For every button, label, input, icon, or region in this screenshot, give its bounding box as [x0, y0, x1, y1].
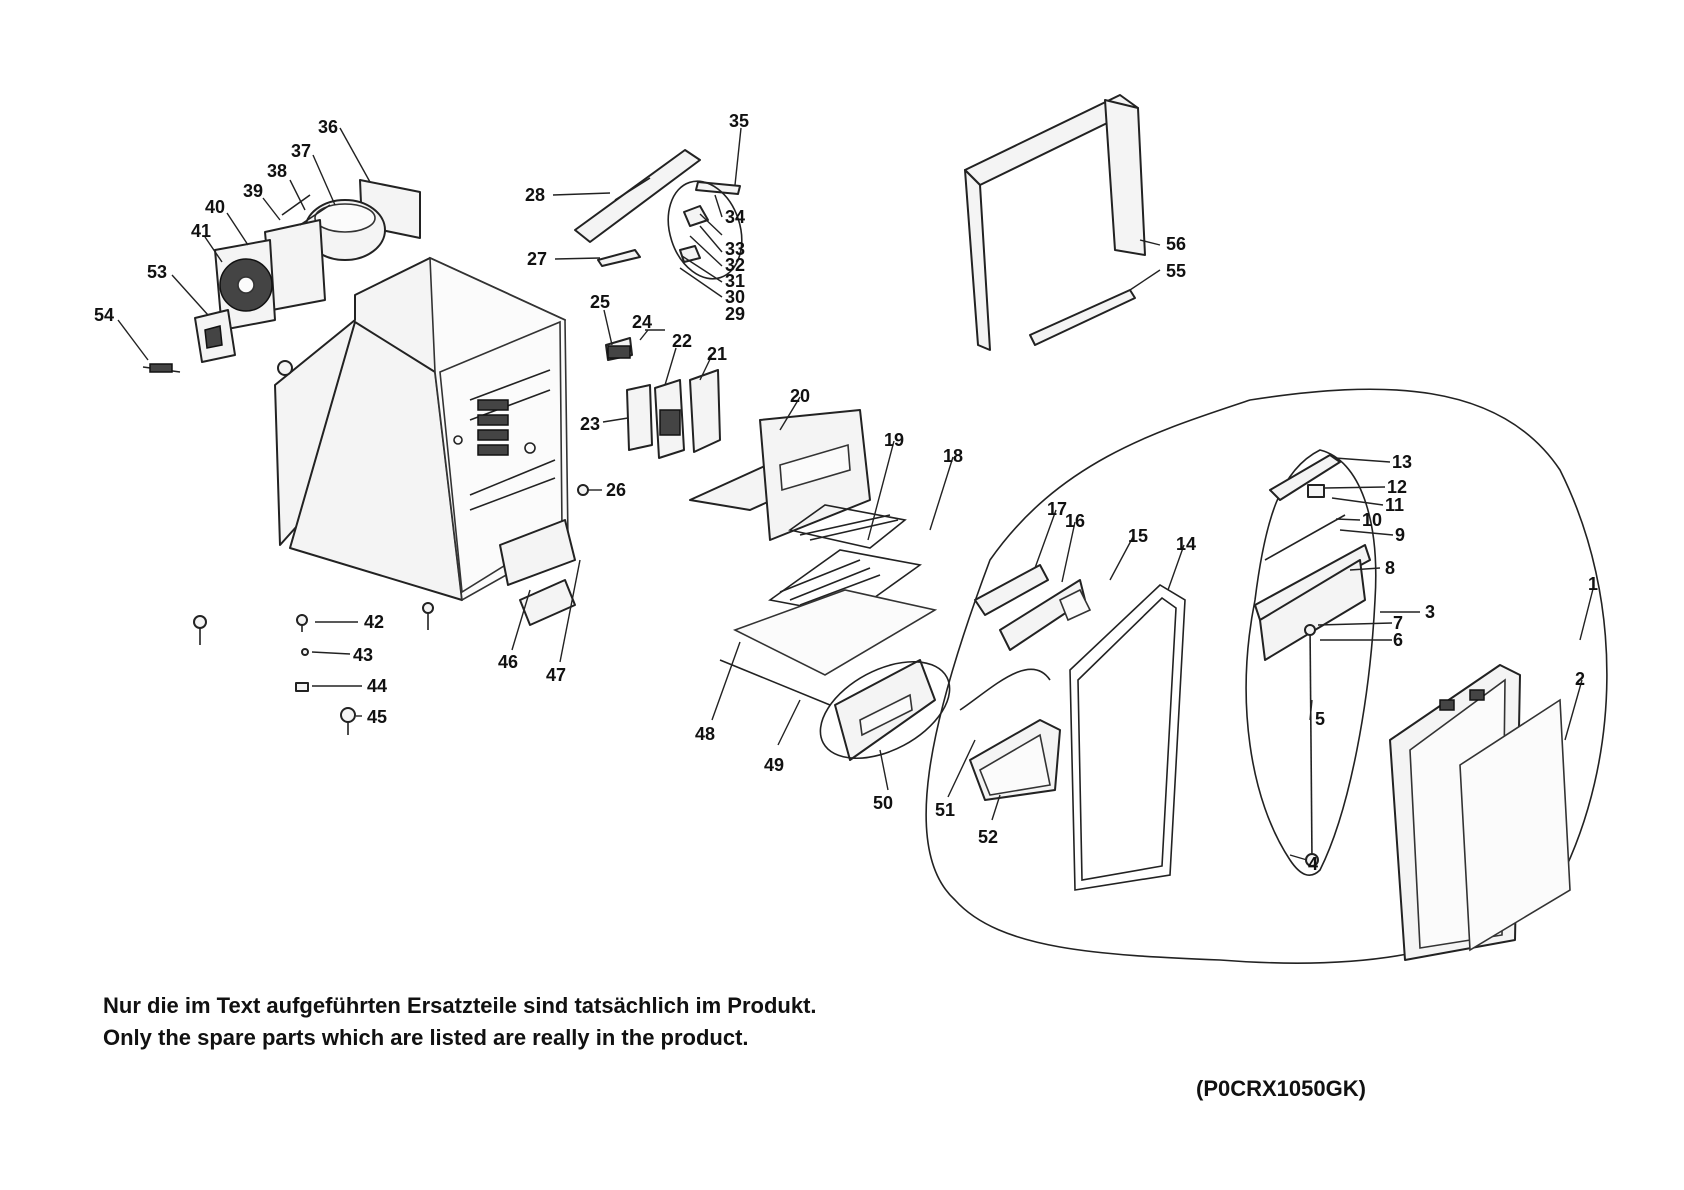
- part-label-46: 46: [498, 652, 518, 672]
- part-label-10: 10: [1362, 510, 1382, 530]
- part-label-18: 18: [943, 446, 963, 466]
- door-panel: [1389, 664, 1571, 961]
- part-label-8: 8: [1385, 558, 1395, 578]
- part-label-30: 30: [725, 287, 745, 307]
- part-label-34: 34: [725, 207, 745, 227]
- part-label-5: 5: [1315, 709, 1325, 729]
- part-label-49: 49: [764, 755, 784, 775]
- part-label-11: 11: [1385, 495, 1404, 515]
- part-label-39: 39: [243, 181, 263, 201]
- door-frame: [964, 94, 1146, 351]
- part-label-33: 33: [725, 239, 745, 259]
- cabinet-body: [274, 256, 576, 602]
- part-label-44: 44: [367, 676, 387, 696]
- part-label-20: 20: [790, 386, 810, 406]
- part-label-19: 19: [884, 430, 904, 450]
- part-label-51: 51: [935, 800, 955, 820]
- part-label-56: 56: [1166, 234, 1186, 254]
- shelves: [719, 504, 951, 761]
- part-label-52: 52: [978, 827, 998, 847]
- part-label-36: 36: [318, 117, 338, 137]
- fasteners: [193, 360, 589, 735]
- handle-parts: [1254, 454, 1371, 867]
- part-label-22: 22: [672, 331, 692, 351]
- control-parts: [605, 329, 721, 459]
- part-label-25: 25: [590, 292, 610, 312]
- part-label-4: 4: [1308, 854, 1318, 874]
- part-label-38: 38: [267, 161, 287, 181]
- top-cover-and-hinge: [574, 149, 743, 280]
- part-label-26: 26: [606, 480, 626, 500]
- note-english: Only the spare parts which are listed ar…: [103, 1025, 749, 1050]
- part-label-15: 15: [1128, 526, 1148, 546]
- leader-lines: [117, 127, 1595, 861]
- part-label-43: 43: [353, 645, 373, 665]
- compressor-assembly: [142, 179, 421, 373]
- part-label-55: 55: [1166, 261, 1186, 281]
- part-label-7: 7: [1393, 613, 1403, 633]
- part-label-24: 24: [632, 312, 652, 332]
- part-label-21: 21: [707, 344, 727, 364]
- part-label-40: 40: [205, 197, 225, 217]
- part-label-13: 13: [1392, 452, 1412, 472]
- part-labels: 1 2 3 4 5 6 7 8 9 10 11 12 13 14 15 16 1…: [94, 111, 1598, 874]
- door-bins-and-gasket: [959, 564, 1186, 891]
- part-label-29: 29: [725, 304, 745, 324]
- handle-group-outline: [1245, 449, 1377, 876]
- part-label-27: 27: [527, 249, 547, 269]
- part-label-47: 47: [546, 665, 566, 685]
- part-label-23: 23: [580, 414, 600, 434]
- part-label-48: 48: [695, 724, 715, 744]
- part-label-50: 50: [873, 793, 893, 813]
- part-label-35: 35: [729, 111, 749, 131]
- part-label-31: 31: [725, 271, 745, 291]
- part-label-9: 9: [1395, 525, 1405, 545]
- part-label-1: 1: [1588, 574, 1598, 594]
- part-label-53: 53: [147, 262, 167, 282]
- part-label-2: 2: [1575, 669, 1585, 689]
- part-label-28: 28: [525, 185, 545, 205]
- note-german: Nur die im Text aufgeführten Ersatzteile…: [103, 993, 817, 1018]
- model-code: (P0CRX1050GK): [1196, 1076, 1366, 1101]
- part-label-32: 32: [725, 255, 745, 275]
- part-label-14: 14: [1176, 534, 1196, 554]
- part-label-54: 54: [94, 305, 114, 325]
- part-label-16: 16: [1065, 511, 1085, 531]
- part-label-42: 42: [364, 612, 384, 632]
- door-assembly-outline: [925, 388, 1608, 964]
- part-label-12: 12: [1387, 477, 1407, 497]
- part-label-45: 45: [367, 707, 387, 727]
- part-label-6: 6: [1393, 630, 1403, 650]
- part-label-17: 17: [1047, 499, 1067, 519]
- part-label-3: 3: [1425, 602, 1435, 622]
- part-label-41: 41: [191, 221, 211, 241]
- part-label-37: 37: [291, 141, 311, 161]
